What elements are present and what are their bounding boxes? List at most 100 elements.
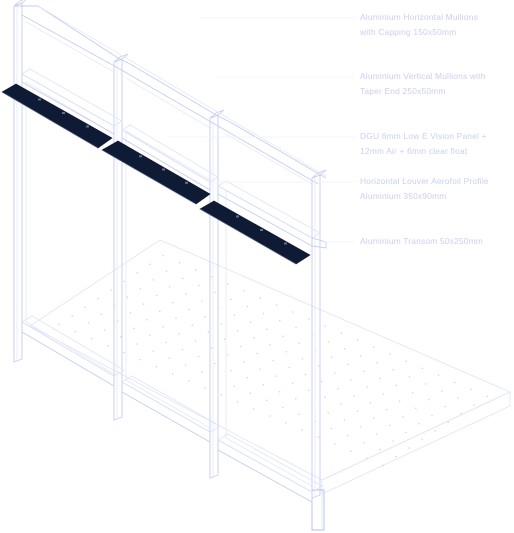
floor-dot bbox=[152, 350, 154, 352]
floor-dot bbox=[249, 392, 252, 395]
floor-dot bbox=[324, 396, 326, 398]
capping-top-edge bbox=[14, 5, 327, 179]
floor-dot bbox=[402, 416, 404, 418]
floor-dot bbox=[295, 398, 297, 400]
floor-dot bbox=[333, 443, 336, 445]
callout-transom-line1: Aluminium Transom 50x250mm bbox=[360, 236, 483, 246]
floor-dot bbox=[129, 311, 132, 314]
upper-pane-top-1 bbox=[25, 21, 115, 73]
floor-dot bbox=[262, 312, 265, 315]
louver-bracket bbox=[139, 155, 142, 158]
floor-dot bbox=[337, 387, 339, 390]
louver-bracket bbox=[162, 168, 165, 171]
floor-dot bbox=[321, 380, 323, 383]
callout-horizontal-mullions: Aluminium Horizontal Mullions with Cappi… bbox=[360, 10, 478, 40]
floor-dot bbox=[107, 344, 109, 347]
floor-dot bbox=[282, 335, 284, 337]
floor-dot bbox=[408, 376, 411, 378]
floor-dot bbox=[346, 434, 349, 437]
callout-vertical-mullions-line2: Taper End 250x50mm bbox=[360, 86, 446, 96]
callout-louver-profile-line1: Horizontal Louver Aerofoil Profile bbox=[360, 176, 489, 186]
vertical-mullion-3 bbox=[209, 109, 225, 479]
floor-dot bbox=[136, 272, 138, 274]
floor-dot bbox=[317, 436, 320, 438]
floor-dot bbox=[324, 325, 326, 327]
mullion-cap bbox=[113, 53, 129, 63]
floor-dot bbox=[363, 441, 365, 444]
floor-dot bbox=[359, 426, 362, 428]
floor-dot bbox=[123, 351, 125, 354]
floor-dot bbox=[259, 297, 262, 299]
floor-dot bbox=[285, 351, 287, 353]
callout-horizontal-mullions-line2: with Capping 150x50mm bbox=[360, 27, 457, 37]
floor-dot bbox=[152, 279, 155, 281]
floor-dot bbox=[90, 337, 93, 340]
floor-dot bbox=[207, 331, 210, 334]
floor-dot bbox=[327, 340, 330, 343]
floor-dot bbox=[369, 401, 372, 404]
louver-body bbox=[199, 200, 311, 265]
floor-dot bbox=[74, 330, 77, 333]
floor-dot bbox=[227, 283, 229, 285]
floor-dot bbox=[373, 346, 375, 348]
floor-dot bbox=[211, 276, 213, 278]
floor-dot bbox=[87, 322, 90, 324]
floor-dot bbox=[269, 415, 271, 417]
mullion-cap bbox=[311, 169, 327, 179]
callout-vertical-mullions: Aluminium Vertical Mullions with Taper E… bbox=[360, 69, 486, 99]
floor-dot bbox=[240, 345, 242, 348]
floor-dot bbox=[372, 417, 375, 420]
callout-dgu-vision-panel-line1: DGU 6mm Low E Vision Panel + bbox=[360, 131, 487, 141]
horizontal-mullion-top bbox=[14, 5, 327, 185]
floor-dot bbox=[149, 334, 151, 337]
sill-face bbox=[21, 321, 115, 387]
floor-dot bbox=[379, 448, 381, 451]
floor-dot bbox=[210, 347, 213, 349]
floor-dot bbox=[437, 374, 440, 377]
floor-dot bbox=[421, 438, 423, 441]
floor-dot bbox=[178, 261, 181, 264]
floor-dot bbox=[204, 387, 206, 389]
floor-dot bbox=[146, 319, 148, 321]
floor-dot bbox=[133, 327, 135, 330]
floor-dot bbox=[301, 429, 303, 431]
floor-dot bbox=[84, 306, 86, 308]
sill-top bbox=[121, 375, 221, 433]
floor-dot bbox=[288, 366, 291, 369]
floor-dot bbox=[236, 329, 239, 332]
louver-bracket bbox=[62, 112, 65, 114]
floor-dot bbox=[473, 404, 475, 406]
floor-dot bbox=[330, 356, 333, 359]
floor-dot bbox=[194, 268, 197, 271]
floor-dot bbox=[376, 362, 378, 364]
transom-1 bbox=[21, 68, 123, 135]
floor-dot bbox=[279, 319, 281, 322]
floor-dot bbox=[139, 287, 142, 290]
vertical-mullion-4 bbox=[311, 169, 327, 499]
floor-dot bbox=[188, 308, 190, 311]
floor-dot bbox=[379, 377, 381, 380]
transom-end bbox=[311, 237, 327, 249]
louver-bracket bbox=[284, 242, 287, 245]
floor-dot bbox=[366, 457, 368, 459]
floor-dot bbox=[230, 298, 232, 301]
floor-dot bbox=[382, 393, 385, 395]
floor-dot bbox=[340, 403, 342, 405]
floor-dot bbox=[246, 305, 249, 308]
floor-dot bbox=[188, 380, 190, 382]
floor-dot bbox=[340, 332, 343, 334]
floor-dot bbox=[123, 280, 125, 283]
floor-dot bbox=[405, 431, 407, 434]
transom-top bbox=[21, 68, 123, 127]
floor-dot bbox=[139, 358, 141, 361]
callout-dgu-vision-panel: DGU 6mm Low E Vision Panel + 12mm Air + … bbox=[360, 129, 487, 159]
floor-dot bbox=[198, 284, 200, 287]
floor-dot bbox=[457, 397, 459, 399]
floor-dot bbox=[395, 455, 397, 458]
floor-dot bbox=[110, 289, 112, 291]
floor-dot bbox=[360, 355, 362, 357]
floor-dot bbox=[246, 376, 248, 379]
floor-dot bbox=[149, 263, 151, 265]
floor-dot bbox=[159, 310, 161, 312]
